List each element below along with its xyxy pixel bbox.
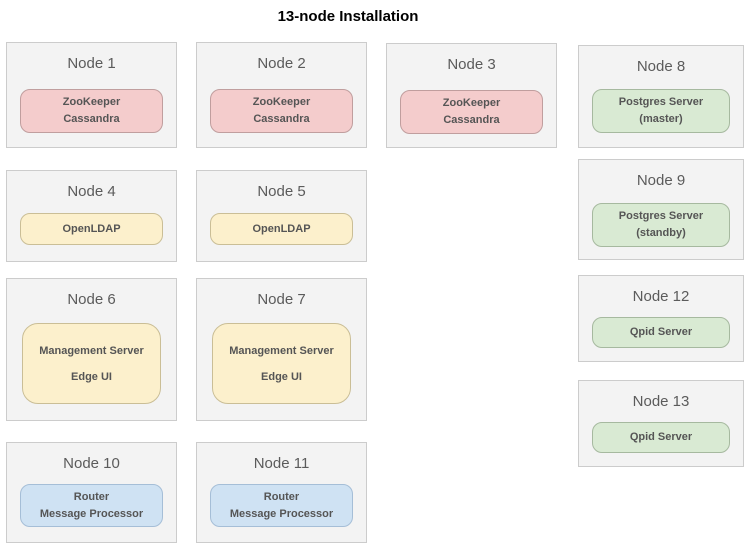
node-8-box: Node 8 Postgres Server (master) xyxy=(578,45,744,148)
node-9-services: Postgres Server (standby) xyxy=(592,203,730,247)
service-label: Postgres Server xyxy=(618,210,704,222)
node-7-title: Node 7 xyxy=(257,291,306,308)
node-2-services: ZooKeeper Cassandra xyxy=(210,89,353,133)
node-12-services: Qpid Server xyxy=(592,317,730,348)
service-label: OpenLDAP xyxy=(62,222,121,235)
node-8-title: Node 8 xyxy=(636,58,686,75)
node-2-title: Node 2 xyxy=(257,55,306,72)
node-6-box: Node 6 Management Server Edge UI xyxy=(6,278,177,421)
page-title: 13-node Installation xyxy=(277,8,419,25)
node-5-title: Node 5 xyxy=(257,183,306,200)
node-5-box: Node 5 OpenLDAP xyxy=(196,170,367,262)
service-label: Message Processor xyxy=(39,507,144,520)
service-label: Router xyxy=(73,490,110,503)
service-label: (master) xyxy=(639,113,683,125)
service-label: Qpid Server xyxy=(629,326,693,338)
node-6-title: Node 6 xyxy=(67,291,116,308)
node-1-services: ZooKeeper Cassandra xyxy=(20,89,163,133)
node-12-title: Node 12 xyxy=(632,288,690,305)
node-3-box: Node 3 ZooKeeper Cassandra xyxy=(386,43,557,148)
node-9-box: Node 9 Postgres Server (standby) xyxy=(578,159,744,260)
node-13-box: Node 13 Qpid Server xyxy=(578,380,744,467)
service-label: Router xyxy=(263,490,300,503)
service-label: ZooKeeper xyxy=(62,96,121,108)
service-label: Management Server xyxy=(39,344,144,357)
service-label: Edge UI xyxy=(261,370,302,383)
service-label: Qpid Server xyxy=(629,431,693,443)
service-label: Message Processor xyxy=(229,507,334,520)
node-1-box: Node 1 ZooKeeper Cassandra xyxy=(6,42,177,148)
node-3-title: Node 3 xyxy=(447,56,496,73)
service-label: Cassandra xyxy=(63,113,120,125)
node-7-box: Node 7 Management Server Edge UI xyxy=(196,278,367,421)
node-4-title: Node 4 xyxy=(67,183,116,200)
node-10-box: Node 10 Router Message Processor xyxy=(6,442,177,543)
service-label: Postgres Server xyxy=(618,96,704,108)
service-label: Management Server xyxy=(229,344,334,357)
service-label: (standby) xyxy=(636,227,686,239)
node-7-services: Management Server Edge UI xyxy=(212,323,351,404)
service-label: Cassandra xyxy=(253,113,310,125)
node-4-box: Node 4 OpenLDAP xyxy=(6,170,177,262)
service-label: Cassandra xyxy=(443,114,500,126)
node-10-title: Node 10 xyxy=(63,455,120,472)
node-5-services: OpenLDAP xyxy=(210,213,353,245)
node-13-services: Qpid Server xyxy=(592,422,730,453)
node-13-title: Node 13 xyxy=(632,393,690,410)
service-label: OpenLDAP xyxy=(252,222,311,235)
node-10-services: Router Message Processor xyxy=(20,484,163,527)
node-11-services: Router Message Processor xyxy=(210,484,353,527)
service-label: ZooKeeper xyxy=(442,97,501,109)
node-3-services: ZooKeeper Cassandra xyxy=(400,90,543,134)
node-11-box: Node 11 Router Message Processor xyxy=(196,442,367,543)
node-6-services: Management Server Edge UI xyxy=(22,323,161,404)
node-4-services: OpenLDAP xyxy=(20,213,163,245)
node-12-box: Node 12 Qpid Server xyxy=(578,275,744,362)
node-1-title: Node 1 xyxy=(67,55,116,72)
node-8-services: Postgres Server (master) xyxy=(592,89,730,133)
node-9-title: Node 9 xyxy=(636,172,686,189)
service-label: Edge UI xyxy=(71,370,112,383)
service-label: ZooKeeper xyxy=(252,96,311,108)
node-2-box: Node 2 ZooKeeper Cassandra xyxy=(196,42,367,148)
node-11-title: Node 11 xyxy=(253,455,310,472)
